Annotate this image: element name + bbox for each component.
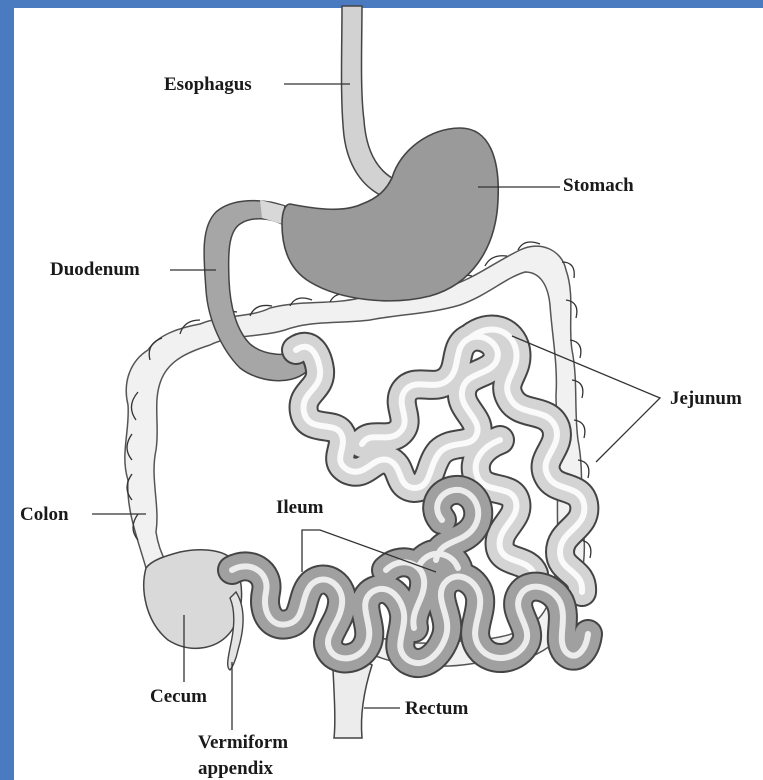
appendix-label-line2: appendix	[198, 758, 273, 779]
esophagus-label: Esophagus	[164, 74, 252, 95]
stomach-label: Stomach	[563, 175, 634, 196]
colon-label: Colon	[20, 504, 69, 525]
appendix-label-line1: Vermiform	[198, 732, 288, 753]
stomach-shape	[282, 128, 498, 301]
jejunum-label: Jejunum	[670, 388, 742, 409]
diagram-frame: Esophagus Stomach Duodenum Jejunum Colon…	[14, 8, 763, 780]
rectum-label: Rectum	[405, 698, 468, 719]
ileum-label: Ileum	[276, 497, 324, 518]
esophagus-shape	[342, 6, 393, 196]
cecum-label: Cecum	[150, 686, 207, 707]
duodenum-label: Duodenum	[50, 259, 140, 280]
